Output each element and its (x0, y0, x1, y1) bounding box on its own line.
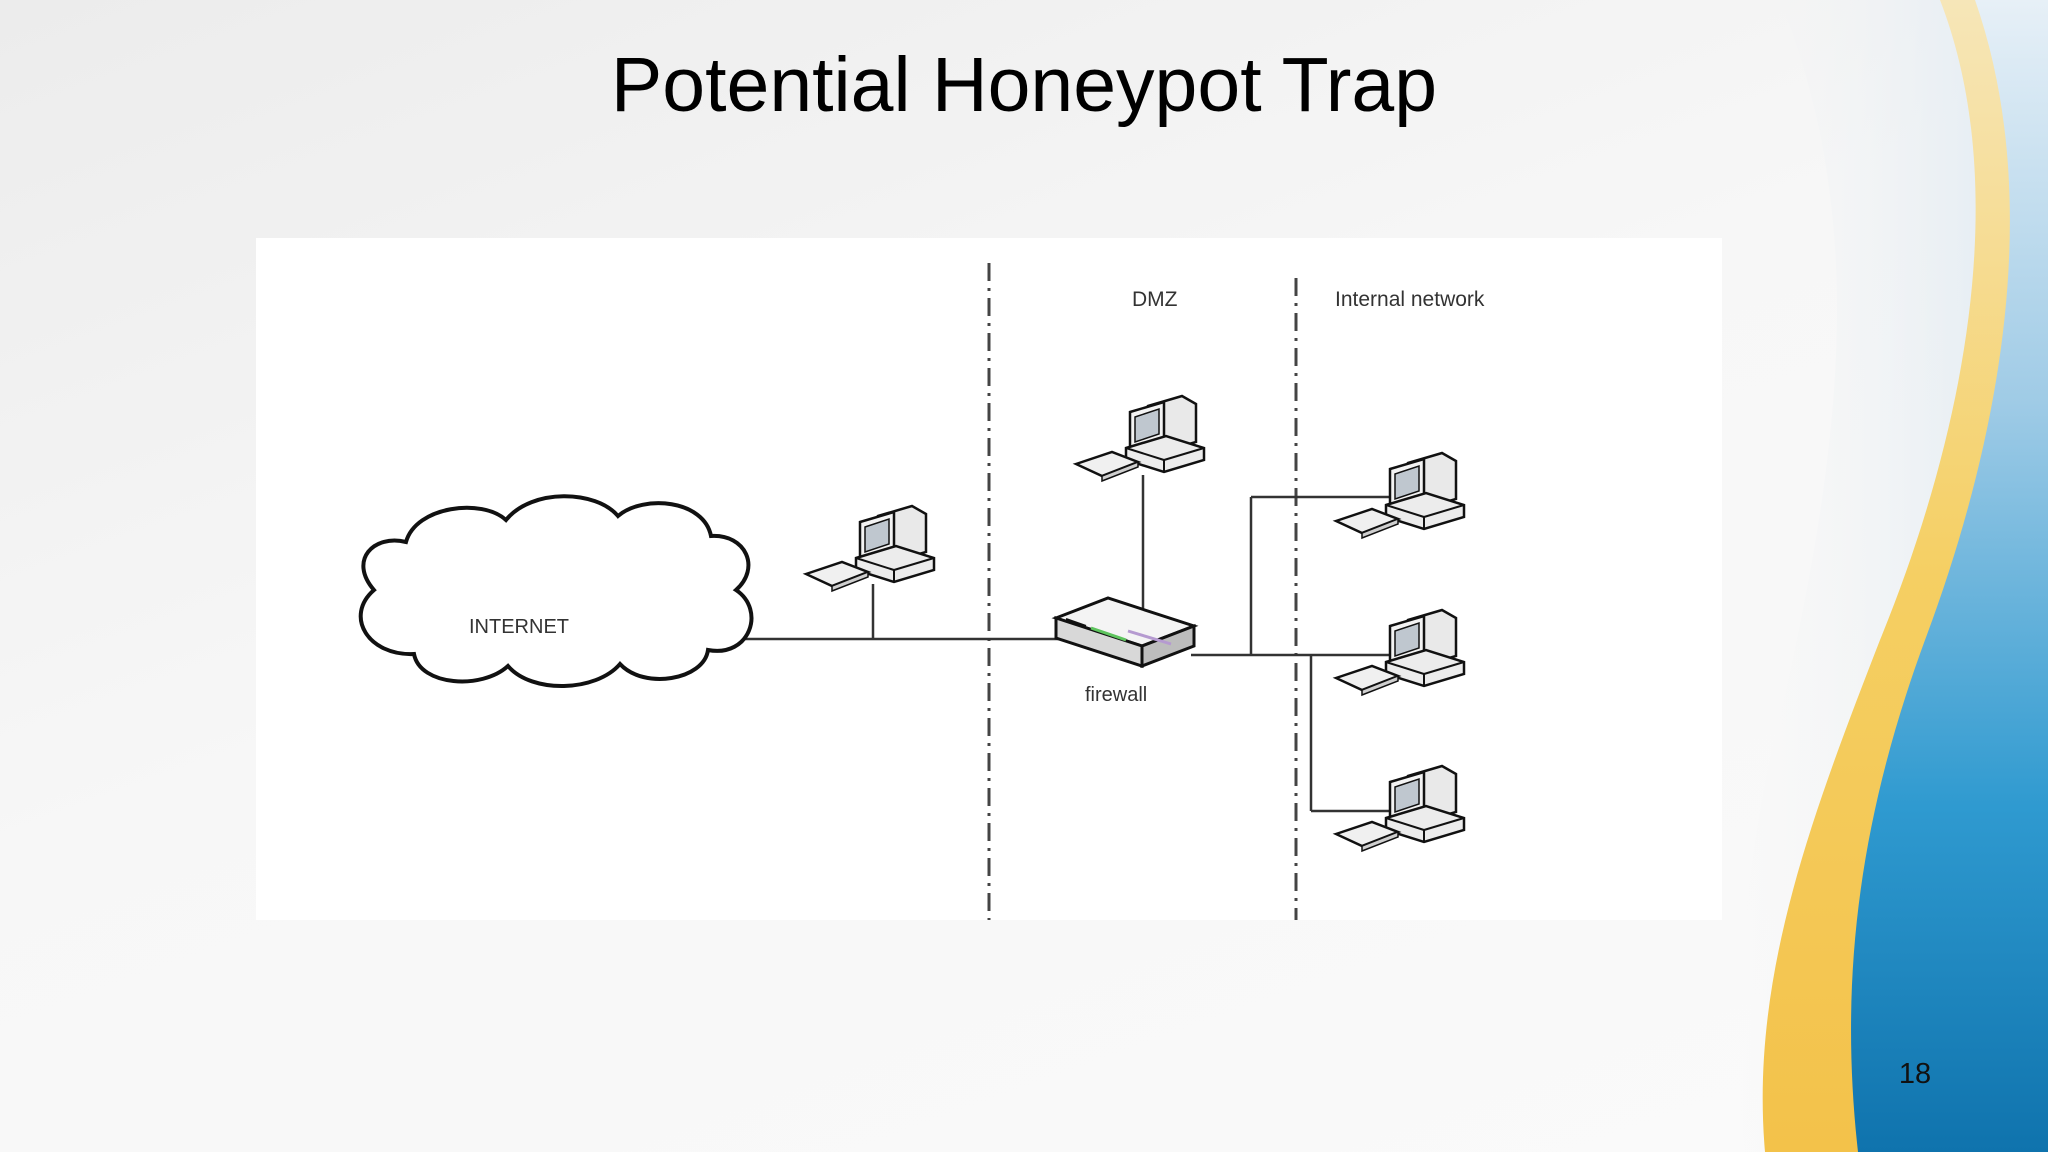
slide-page-number: 18 (1898, 1058, 1932, 1090)
internal-computer-1 (1334, 451, 1466, 540)
dmz-zone-label: DMZ (1132, 288, 1178, 311)
firewall-device (1051, 596, 1199, 669)
firewall-label: firewall (1085, 684, 1148, 706)
internet-cloud (358, 494, 754, 688)
slide-title: Potential Honeypot Trap (610, 42, 1438, 128)
honeypot-computer (804, 504, 936, 593)
internal-network-zone-label: Internal network (1335, 288, 1485, 311)
internal-computer-2 (1334, 608, 1466, 697)
network-diagram: DMZ Internal network INTERNET firewall (256, 238, 1722, 920)
dmz-server-computer (1074, 394, 1206, 483)
internal-computer-3 (1334, 764, 1466, 853)
internet-cloud-label: INTERNET (469, 616, 569, 638)
blue-swoosh (1851, 0, 2048, 1152)
